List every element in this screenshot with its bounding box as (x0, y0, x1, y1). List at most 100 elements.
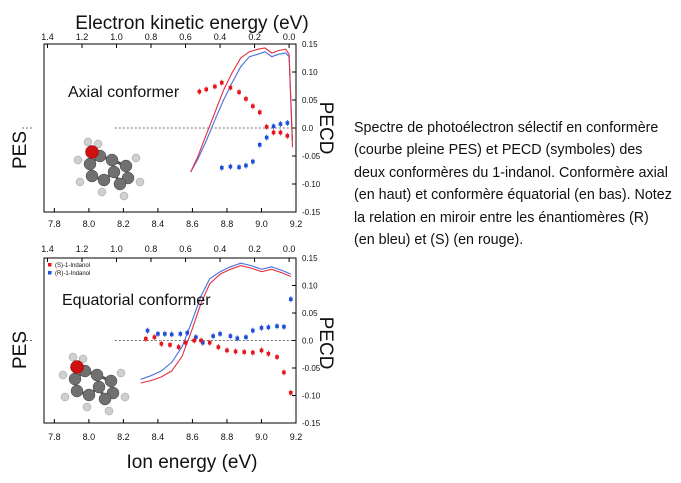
pecd-point-S (192, 338, 196, 343)
molecule-hydrogen (119, 191, 129, 201)
electron-ke-tick-label: 1.4 (41, 32, 54, 42)
pecd-tick-label: 0.10 (302, 282, 318, 291)
pecd-axis-label: PECD (315, 317, 336, 370)
plot-frame (43, 43, 297, 213)
molecule-carbon (119, 159, 133, 173)
pecd-point-R (228, 334, 233, 338)
electron-ke-tick-label: 0.8 (145, 244, 158, 254)
pecd-point-S (275, 355, 279, 359)
pes-axis-label: PES (10, 131, 31, 169)
molecule-carbon (83, 157, 97, 171)
pecd-tick-label: -0.10 (302, 180, 321, 189)
pecd-point-S (251, 350, 255, 355)
pecd-point-S (219, 80, 224, 85)
pecd-tick-label: 0.0 (302, 337, 314, 346)
molecule-carbon (113, 177, 127, 191)
electron-ke-tick-label: 1.2 (76, 32, 89, 42)
ion-energy-tick-label: 8.0 (83, 219, 96, 229)
pecd-point-R (259, 326, 264, 330)
pecd-point-R (145, 328, 150, 333)
pes-curve-S (190, 47, 294, 173)
pecd-point-S (199, 338, 203, 343)
ion-energy-tick-label: 9.0 (255, 432, 268, 442)
ion-energy-tick-label: 9.0 (255, 219, 268, 229)
pecd-point-R (218, 332, 222, 336)
pecd-point-S (207, 340, 212, 345)
pecd-point-S (159, 342, 164, 346)
molecule-carbon (97, 173, 111, 187)
ion-energy-tick-label: 7.8 (48, 219, 61, 229)
molecule-hydrogen (60, 392, 70, 402)
pecd-point-R (219, 165, 224, 170)
molecule-carbon (85, 169, 99, 183)
pecd-tick-label: -0.05 (302, 152, 321, 161)
pecd-tick-label: 0.05 (302, 96, 318, 105)
ion-energy-tick-label: 8.6 (186, 219, 199, 229)
molecule-hydrogen (68, 352, 78, 362)
pecd-point-R (237, 165, 241, 169)
pecd-tick-label: 0.10 (302, 68, 318, 77)
pecd-point-S (233, 349, 238, 354)
ion-energy-tick-label: 7.8 (48, 432, 61, 442)
pecd-point-S (289, 390, 293, 395)
pecd-point-S (213, 84, 217, 89)
legend-label: (S)-1-Indanol (55, 263, 90, 269)
pecd-tick-label: -0.15 (302, 419, 321, 428)
electron-ke-tick-label: 1.0 (110, 244, 123, 254)
pecd-point-R (282, 324, 286, 329)
pecd-point-S (282, 370, 286, 375)
pecd-point-R (211, 334, 215, 338)
electron-ke-tick-label: 0.8 (145, 32, 158, 42)
pecd-tick-label: -0.05 (302, 364, 321, 373)
electron-ke-tick-label: 0.4 (214, 32, 227, 42)
ion-energy-tick-label: 8.6 (186, 432, 199, 442)
pecd-point-R (251, 328, 255, 333)
ion-energy-tick-label: 8.2 (117, 219, 130, 229)
pecd-point-R (169, 332, 174, 337)
pecd-point-S (271, 130, 276, 135)
molecule-hydrogen (83, 137, 93, 147)
pecd-point-R (264, 135, 269, 140)
molecule-hydrogen (116, 368, 126, 378)
electron-ke-tick-label: 0.4 (214, 244, 227, 254)
electron-ke-tick-label: 1.2 (76, 244, 89, 254)
panel-title: Equatorial conformer (62, 292, 211, 309)
pecd-point-R (285, 121, 290, 125)
pecd-point-S (228, 85, 233, 90)
molecule-carbon (90, 368, 104, 382)
molecule-oxygen (85, 145, 99, 159)
molecule-carbon (104, 374, 118, 388)
pecd-point-S (204, 87, 209, 92)
pecd-point-S (285, 134, 290, 138)
pecd-point-S (278, 130, 283, 135)
electron-ke-tick-label: 0.0 (283, 32, 296, 42)
pecd-point-S (264, 125, 269, 129)
pecd-tick-label: 0.0 (302, 124, 314, 133)
pecd-point-R (178, 332, 183, 336)
molecule-carbon (68, 372, 82, 386)
molecule-carbon (82, 388, 96, 402)
electron-ke-tick-label: 0.0 (283, 244, 296, 254)
pecd-point-S (152, 335, 157, 339)
electron-ke-tick-label: 0.2 (248, 244, 261, 254)
pecd-point-S (257, 110, 262, 115)
caption-text: Spectre de photoélectron sélectif en con… (354, 120, 672, 249)
pecd-point-S (251, 104, 255, 108)
pecd-point-R (228, 164, 233, 169)
pecd-point-R (271, 124, 276, 129)
molecule-carbon (98, 392, 112, 406)
pecd-point-S (144, 337, 148, 341)
pecd-tick-label: -0.15 (302, 208, 321, 217)
molecule-hydrogen (82, 402, 92, 412)
pecd-point-R (257, 143, 262, 147)
ion-energy-tick-label: 8.4 (152, 432, 165, 442)
pes-curve-R (190, 51, 294, 173)
top-axis-title: Electron kinetic energy (eV) (75, 13, 308, 34)
legend-marker (48, 263, 52, 267)
electron-ke-tick-label: 0.6 (179, 244, 192, 254)
pecd-tick-label: 0.15 (302, 40, 318, 49)
pecd-point-R (278, 122, 283, 126)
electron-ke-tick-label: 0.2 (248, 32, 261, 42)
